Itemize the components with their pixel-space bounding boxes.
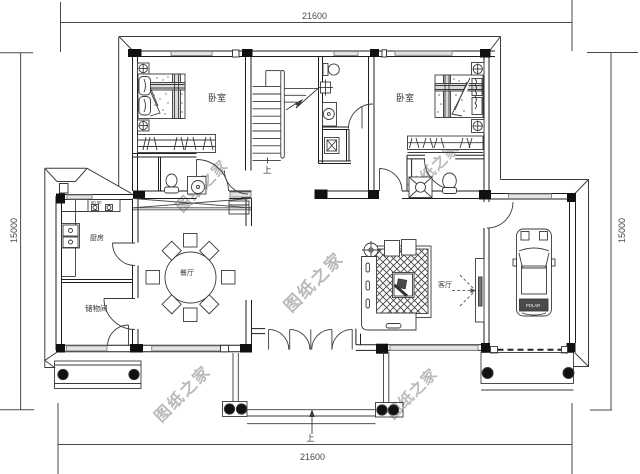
svg-text:15000: 15000 — [9, 218, 19, 243]
svg-text:上: 上 — [306, 433, 315, 443]
svg-text:客厅: 客厅 — [438, 280, 452, 289]
svg-text:上: 上 — [263, 165, 272, 175]
svg-text:厨房: 厨房 — [90, 233, 104, 242]
svg-text:储物间: 储物间 — [85, 303, 108, 313]
svg-text:21600: 21600 — [300, 452, 325, 462]
svg-text:90 90: 90 90 — [91, 200, 102, 205]
svg-text:卧室: 卧室 — [396, 92, 414, 103]
svg-text:21600: 21600 — [302, 11, 327, 21]
svg-text:餐厅: 餐厅 — [180, 268, 194, 277]
svg-text:卧室: 卧室 — [208, 92, 226, 103]
svg-text:15000: 15000 — [617, 218, 627, 243]
svg-text:POLAR: POLAR — [526, 303, 540, 308]
